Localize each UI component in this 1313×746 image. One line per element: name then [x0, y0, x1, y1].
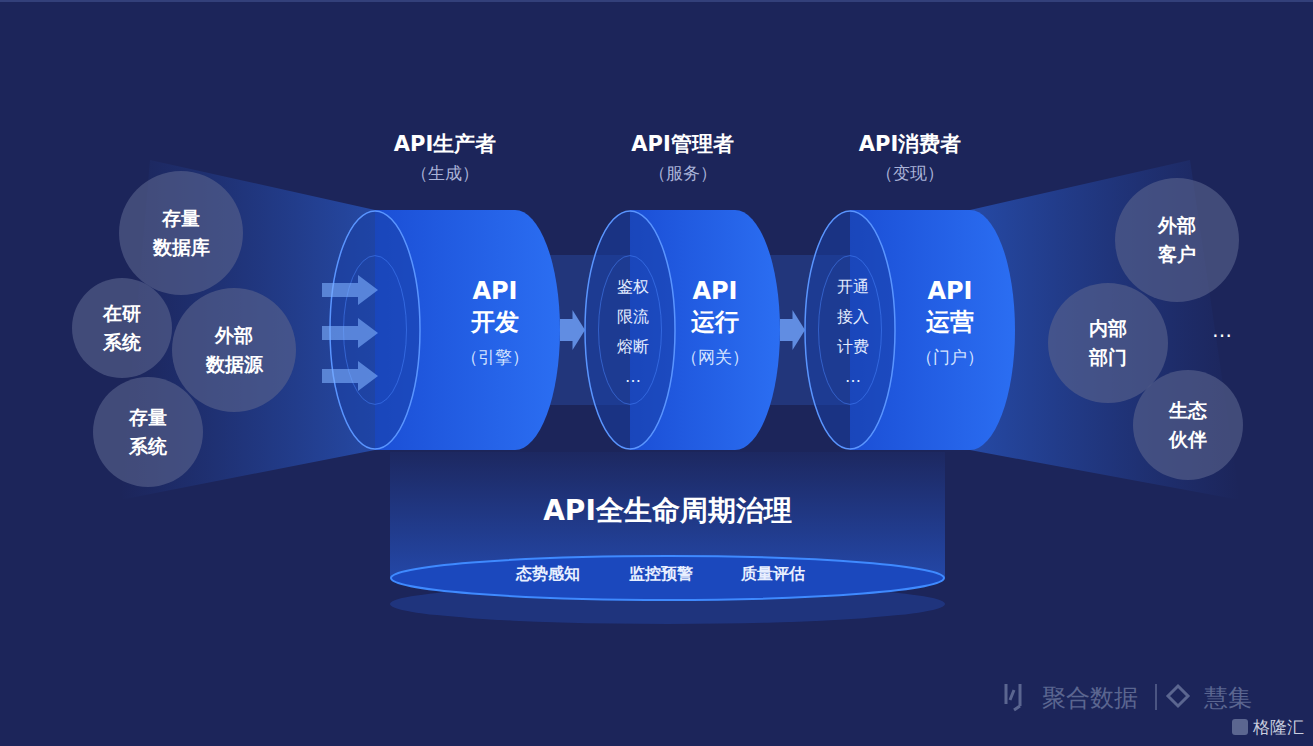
- circle-label: 生态 伙伴: [1157, 396, 1220, 455]
- source-circle: 在研 系统: [72, 278, 172, 378]
- cylinder-inner-rim: [344, 256, 407, 405]
- governance-item: 质量评估: [741, 564, 805, 585]
- cylinder-rim: [805, 211, 895, 449]
- watermark: 格隆汇: [1253, 716, 1304, 739]
- circle-label: 外部 数据源: [203, 321, 266, 380]
- watermark: 聚合数据: [1042, 682, 1138, 714]
- role-subtitle: （变现）: [876, 162, 944, 185]
- cylinder-label-group: API 开发 （引擎）: [461, 276, 529, 369]
- cylinder-label-group: API 运营 （门户）: [916, 276, 984, 369]
- platform-title: API全生命周期治理: [543, 492, 792, 530]
- input-arrow: [322, 275, 378, 305]
- governance-item: 态势感知: [516, 564, 580, 585]
- role-subtitle: （服务）: [649, 162, 717, 185]
- platform-shape: [390, 452, 945, 627]
- flow-arrow: [560, 310, 585, 350]
- flow-arrow: [780, 310, 805, 350]
- cylinder-rim: [330, 211, 420, 449]
- platform-disc: [391, 556, 944, 600]
- role-subtitle: （生成）: [411, 162, 479, 185]
- role-heading: API消费者: [859, 130, 961, 158]
- source-circle: 存量 数据库: [119, 171, 243, 295]
- api-cylinder: API消费者（变现）API 运营（门户）开通 接入 计费 …: [805, 210, 1015, 450]
- stage-name: API 运营: [916, 276, 983, 338]
- circle-label: 存量 数据库: [150, 204, 213, 263]
- cylinder-label-group: API 运行 （网关）: [681, 276, 749, 369]
- cylinder-inner-rim: [819, 256, 882, 405]
- circle-label: 在研 系统: [91, 299, 154, 358]
- cylinder-rim: [585, 211, 675, 449]
- stage-component: （门户）: [916, 346, 984, 369]
- governance-platform: API全生命周期治理态势感知 监控预警 质量评估: [390, 452, 945, 627]
- api-cylinder: API生产者（生成）API 开发（引擎）: [330, 210, 560, 450]
- cylinder-inner-rim: [599, 256, 662, 405]
- role-heading: API管理者: [631, 130, 733, 158]
- input-arrow: [322, 361, 378, 391]
- source-circle: 生态 伙伴: [1133, 370, 1243, 480]
- circle-label: 内部 部门: [1077, 314, 1140, 373]
- cylinder-shape: [805, 210, 1015, 450]
- more-consumers: …: [1212, 318, 1232, 342]
- stage-name: API 运行: [681, 276, 748, 338]
- circle-label: 存量 系统: [117, 403, 180, 462]
- input-arrow: [322, 318, 378, 348]
- stage-name: API 开发: [461, 276, 528, 338]
- cylinder-shape: [585, 210, 780, 450]
- circle-label: 外部 客户: [1146, 211, 1209, 270]
- stage-component: （引擎）: [461, 346, 529, 369]
- capability-list: 鉴权 限流 熔断 …: [615, 272, 652, 392]
- source-circle: 外部 数据源: [172, 288, 296, 412]
- source-circle: 存量 系统: [93, 377, 203, 487]
- api-cylinder: API管理者（服务）API 运行（网关）鉴权 限流 熔断 …: [585, 210, 780, 450]
- top-line: [0, 0, 1313, 2]
- governance-item: 监控预警: [629, 564, 693, 585]
- watermark: 慧集: [1204, 682, 1252, 714]
- stage-component: （网关）: [681, 346, 749, 369]
- role-heading: API生产者: [394, 130, 496, 158]
- capability-list: 开通 接入 计费 …: [835, 272, 872, 392]
- cylinder-shape: [330, 210, 560, 450]
- source-circle: 外部 客户: [1115, 178, 1239, 302]
